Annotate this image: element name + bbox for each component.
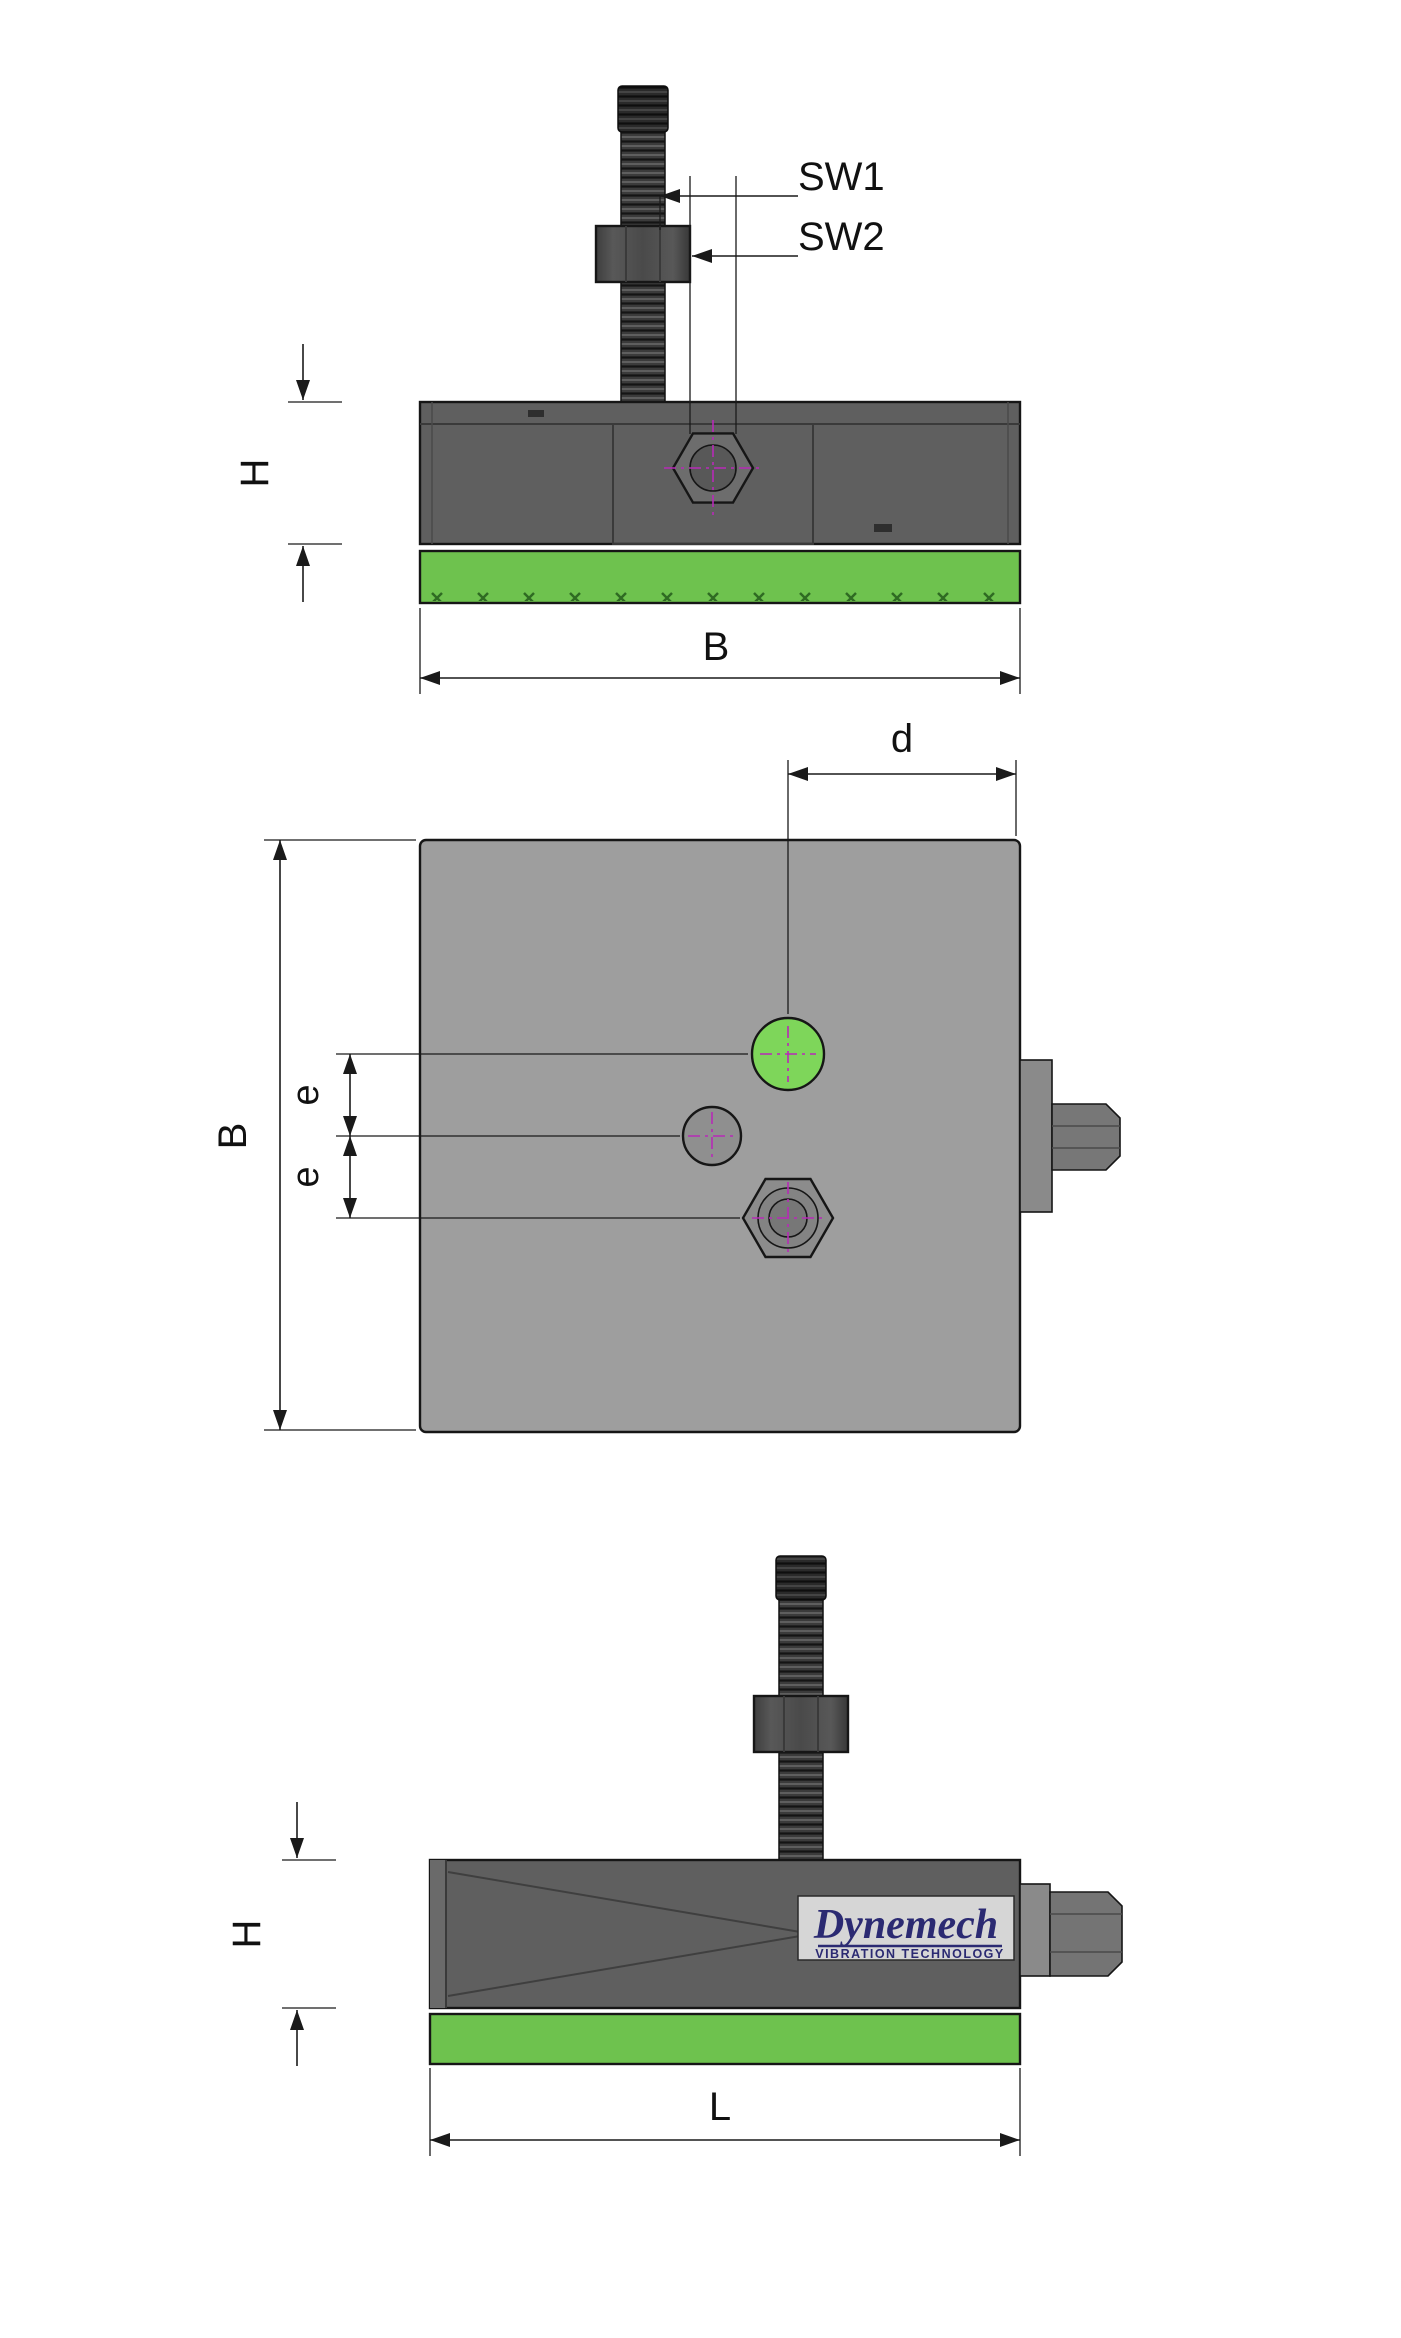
side-body-wedge-lines — [447, 1871, 813, 1997]
plan-hex-nut — [741, 1177, 835, 1259]
brand-name: Dynemech — [813, 1902, 998, 1948]
side-green-pad — [428, 2012, 1022, 2066]
plan-b-label: B — [211, 1123, 255, 1150]
side-lock-nut-facets — [783, 1696, 819, 1752]
front-lock-nut-facets — [625, 226, 661, 282]
front-view: SW1 SW2 H B — [233, 85, 1022, 694]
plan-dim-d: d — [787, 717, 1017, 1014]
front-b-label: B — [703, 625, 730, 669]
plan-side-bolt-facets — [1052, 1125, 1120, 1149]
plan-e-top-label: e — [285, 1084, 327, 1105]
side-bolt — [1019, 1883, 1123, 1977]
plan-view: d B e e — [211, 717, 1121, 1434]
plan-side-bolt — [1019, 1059, 1121, 1213]
plan-dim-e: e e — [285, 1053, 748, 1219]
front-leveling-hex — [664, 420, 762, 516]
brand-plate-bg — [797, 1895, 1015, 1961]
front-green-pad-texture — [422, 553, 1018, 601]
plan-dim-b: B — [211, 839, 416, 1431]
sw2-label: SW2 — [798, 215, 885, 259]
side-dim-h: H — [225, 1802, 336, 2066]
brand-plate: Dynemech VIBRATION TECHNOLOGY — [797, 1895, 1015, 1961]
sw1-label: SW1 — [798, 155, 885, 199]
plan-d-label: d — [891, 717, 913, 761]
side-body-left-cap — [430, 1860, 446, 2008]
brand-tagline: VIBRATION TECHNOLOGY — [815, 1947, 1005, 1961]
side-view: Dynemech VIBRATION TECHNOLOGY H — [225, 1555, 1123, 2156]
plan-through-hole-centerlines — [688, 1112, 736, 1160]
front-body-notch-right — [874, 524, 892, 532]
plan-e-bottom-label: e — [285, 1166, 327, 1187]
side-bolt-facets — [1050, 1913, 1122, 1953]
front-body-notch-left — [528, 410, 544, 417]
plan-hex-nut-centerlines — [752, 1182, 824, 1254]
front-stud-cap — [617, 85, 669, 133]
front-dim-b: B — [419, 608, 1021, 694]
side-lock-nut — [752, 1694, 850, 1754]
sw-extension-lines — [659, 176, 737, 434]
side-h-label: H — [225, 1920, 269, 1949]
side-stud-cap — [775, 1555, 827, 1601]
plan-green-hole-centerlines — [760, 1026, 816, 1082]
plan-through-hole — [681, 1105, 743, 1167]
front-lock-nut — [594, 224, 692, 284]
side-dim-l: L — [429, 2068, 1021, 2156]
side-l-label: L — [709, 2085, 731, 2129]
front-h-label: H — [233, 459, 277, 488]
side-stud-cap-shade — [776, 1556, 826, 1600]
front-sw-callouts: SW1 SW2 — [659, 155, 885, 434]
front-hex-centerlines — [664, 420, 762, 516]
plan-green-hole — [750, 1016, 826, 1092]
front-dim-h: H — [233, 344, 342, 602]
front-stud-cap-shade — [618, 86, 668, 132]
